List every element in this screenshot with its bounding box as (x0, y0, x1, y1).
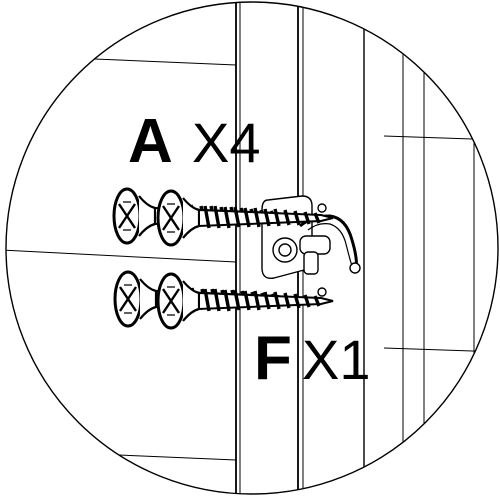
latch-hook-tip (349, 262, 361, 274)
latch-ring-inner (278, 243, 292, 257)
latch-screw-hole (317, 203, 327, 213)
latch-part-letter: F (254, 324, 292, 393)
latch-knob (303, 251, 319, 275)
latch-part-quantity: X1 (302, 328, 371, 391)
screw-part-quantity: X4 (192, 111, 261, 174)
screw-part-letter: A (128, 107, 173, 176)
latch-bolt (299, 235, 331, 255)
rail-line (6, 249, 237, 263)
latch-screw-hole (317, 287, 327, 297)
latch-hook-inner (307, 223, 353, 267)
detail-circle (5, 1, 499, 495)
